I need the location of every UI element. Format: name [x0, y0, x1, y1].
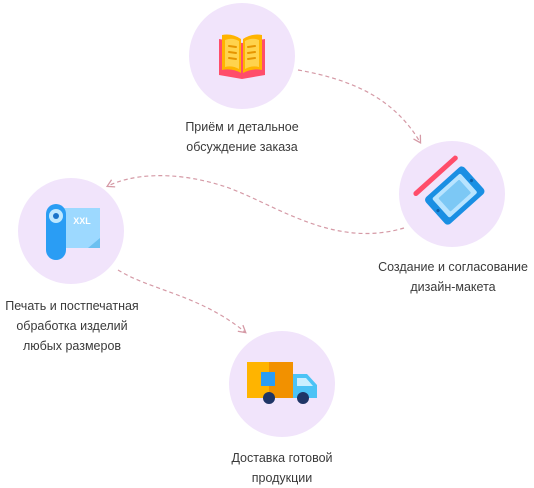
step-1-label: Приём и детальное обсуждение заказа: [185, 120, 299, 154]
step-4-label: Доставка готовой продукции: [231, 451, 333, 485]
arrow-step2-to-step3: [105, 175, 405, 235]
step-3-label: Печать и постпечатная обработка изделий …: [5, 299, 139, 353]
drawing-tablet-icon: [413, 155, 485, 225]
delivery-truck-icon: [247, 362, 317, 404]
roll-size-text: XXL: [73, 216, 91, 226]
arrow-step1-to-step2: [297, 69, 422, 144]
step-4-circle: [229, 331, 335, 437]
step-2-circle: [399, 141, 505, 247]
step-3-circle: XXL: [18, 178, 124, 284]
step-1-circle: [189, 3, 295, 109]
step-2-label: Создание и согласование дизайн-макета: [378, 260, 528, 294]
arrow-step3-to-step4: [117, 269, 247, 334]
open-book-icon: [219, 34, 265, 79]
print-roll-icon: XXL: [46, 204, 100, 260]
